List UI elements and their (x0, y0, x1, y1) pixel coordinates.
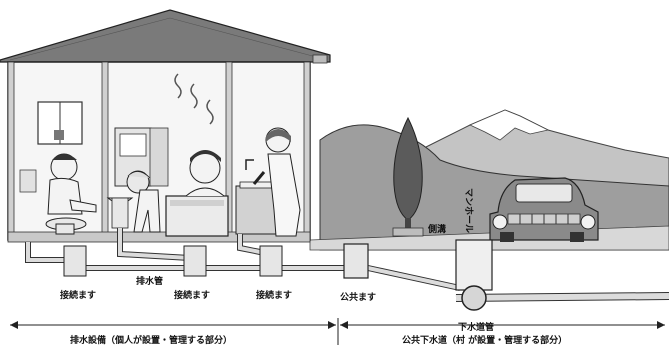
connection-box-2 (183, 245, 207, 277)
drain-pipes (25, 228, 669, 302)
kitchen (235, 127, 301, 237)
tree-icon (392, 116, 424, 237)
label-public-section: 公共下水道（村 が設置・管理する部分） (402, 334, 567, 346)
label-connection-box-3: 接続ます (256, 289, 292, 301)
label-side-ditch: 側溝 (427, 223, 446, 235)
labels: 接続ます 排水管 接続ます 接続ます 公共ます 側溝 下水道管 マンホール (60, 188, 494, 333)
connection-box-1 (63, 245, 87, 277)
bathroom (165, 150, 229, 237)
bathtub-icon (165, 195, 229, 237)
car-icon (489, 177, 599, 242)
roof (0, 9, 331, 63)
toilet-room (19, 101, 97, 235)
kitchen-sink-icon (235, 159, 277, 235)
manhole (455, 239, 493, 311)
label-sewer-pipe: 下水道管 (458, 321, 494, 333)
range-indicator: 排水設備（個人が設置・管理する部分） 公共下水道（村 が設置・管理する部分） (10, 318, 665, 346)
label-private-section: 排水設備（個人が設置・管理する部分） (70, 334, 232, 346)
connection-box-3 (259, 245, 283, 277)
public-box (343, 243, 369, 279)
washbasin-icon (106, 197, 134, 229)
toilet-icon (45, 217, 87, 235)
label-connection-box-2: 接続ます (174, 289, 210, 301)
label-drain-pipe: 排水管 (136, 275, 163, 287)
washroom (106, 73, 214, 233)
label-manhole: マンホール (463, 188, 474, 233)
label-public-box: 公共ます (340, 291, 376, 303)
connection-boxes (63, 243, 369, 279)
label-connection-box-1: 接続ます (60, 289, 96, 301)
